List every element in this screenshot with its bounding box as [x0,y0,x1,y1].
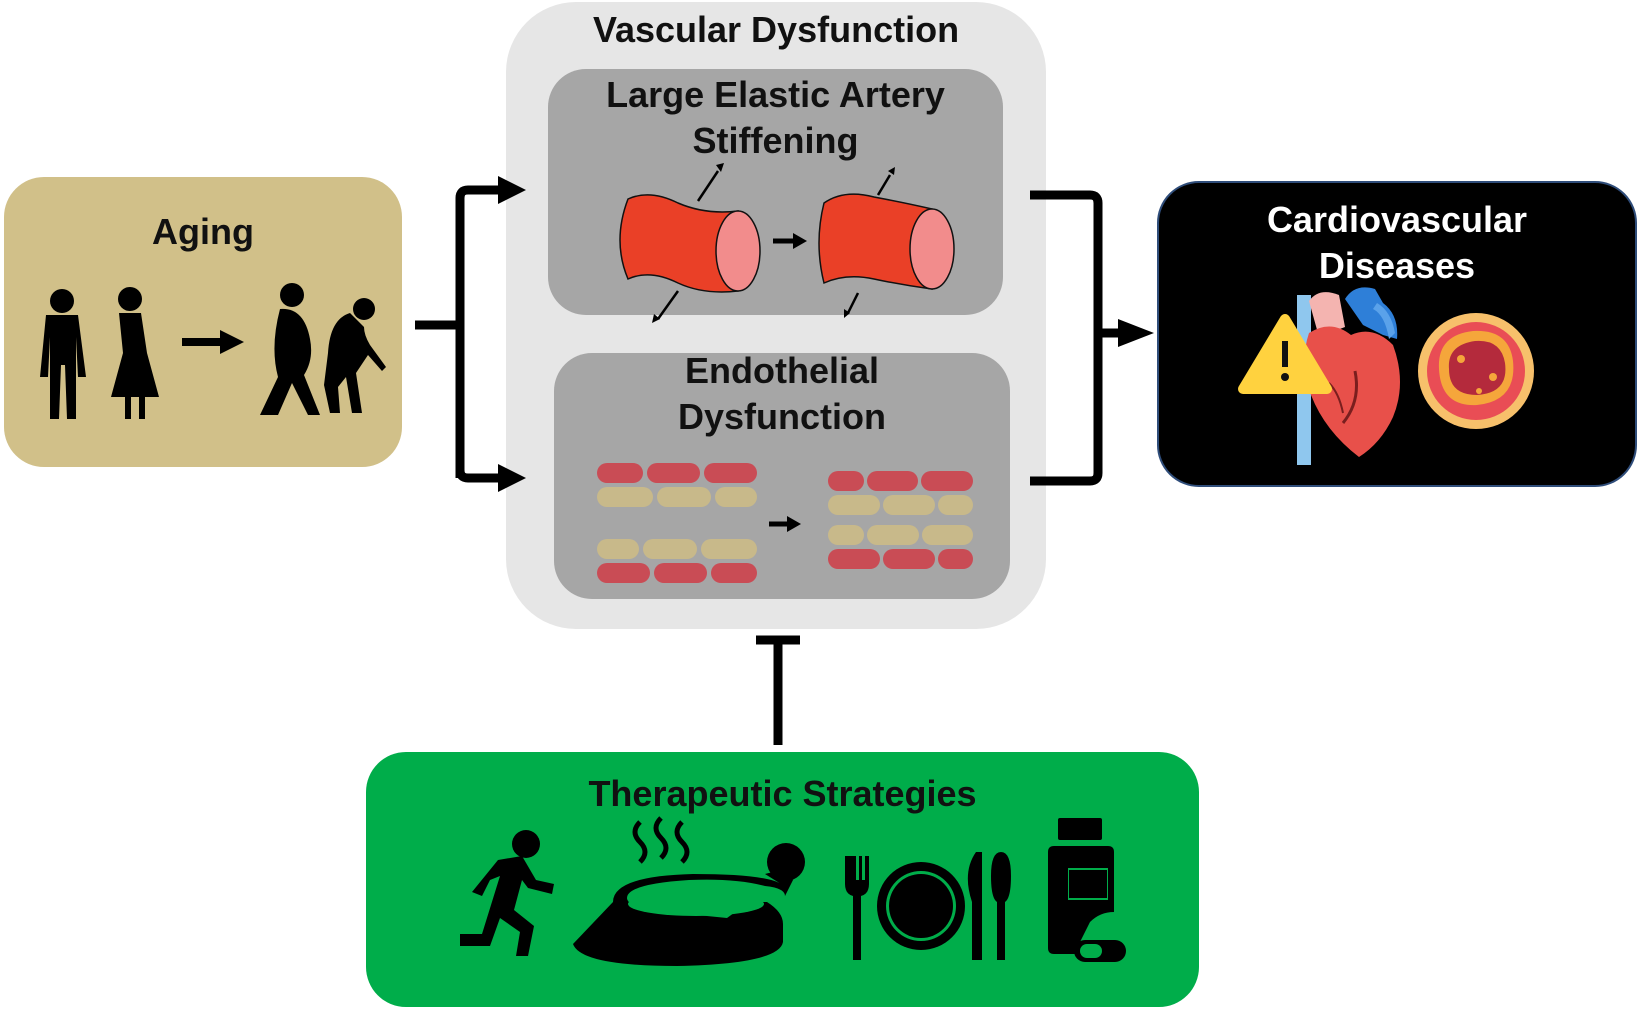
dysfunctional-endothelium-cells [828,471,973,569]
vascular-title: Vascular Dysfunction [592,9,960,50]
artery-plaque-icon [1418,313,1534,429]
hot-tub-icon [573,816,805,966]
artery-stiffening-illustration [619,163,955,323]
therapeutic-strategies-box: Therapeutic Strategies [366,752,1199,1007]
plate-cutlery-icon [845,852,1011,960]
aging-illustration [40,283,386,419]
stiffening-title-line2: Stiffening [692,120,859,161]
aging-title: Aging [152,211,254,252]
endothelial-title-line2: Dysfunction [677,396,886,437]
cvd-title-line2: Diseases [1318,245,1476,286]
endothelial-dysfunction-panel: Endothelial Dysfunction [554,350,1010,599]
medication-bottle-icon [1048,818,1126,962]
old-man-walking-icon [260,283,320,415]
endothelial-title-line1: Endothelial [684,350,879,391]
cvd-illustration [1238,287,1534,465]
endothelial-illustration [597,463,973,583]
fork-upper-connector [455,185,504,478]
cvd-title-line1: Cardiovascular [1266,199,1528,240]
therapy-illustration [460,816,1126,966]
young-woman-icon [111,287,159,419]
therapy-title: Therapeutic Strategies [588,773,977,814]
artery-stiffening-panel: Large Elastic Artery Stiffening [548,69,1003,323]
stiff-artery-icon [818,193,955,290]
stiffening-title-line1: Large Elastic Artery [606,74,945,115]
young-man-icon [40,289,86,419]
aging-box: Aging [4,177,402,467]
arrow-to-cvd [1118,319,1154,347]
running-icon [460,830,554,956]
healthy-endothelium-cells [597,463,757,583]
cardiovascular-diseases-box: Cardiovascular Diseases [1157,181,1637,487]
elastic-artery-icon [619,194,761,293]
fork-lower-connector [455,469,504,483]
old-woman-bent-icon [324,298,386,413]
warning-icon [1238,314,1332,394]
